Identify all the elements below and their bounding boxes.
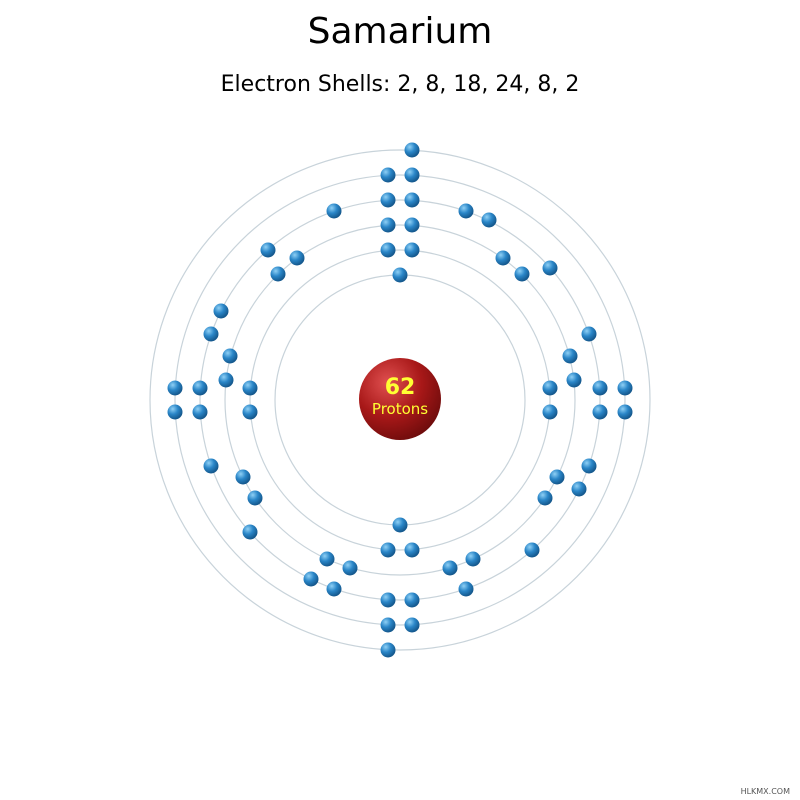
electron: [203, 326, 219, 342]
electron: [404, 617, 420, 633]
electron-shells-label: Electron Shells: 2, 8, 18, 24, 8, 2: [220, 72, 580, 97]
electron: [404, 542, 420, 558]
electron: [380, 217, 396, 233]
electron: [404, 142, 420, 158]
electron: [380, 617, 396, 633]
electron: [581, 458, 597, 474]
electron: [404, 167, 420, 183]
electron: [242, 380, 258, 396]
electron: [495, 250, 511, 266]
electron: [458, 581, 474, 597]
shell-rings: [149, 149, 651, 651]
electron: [242, 524, 258, 540]
electron: [404, 192, 420, 208]
shell-ring-2: [249, 249, 551, 551]
shell-ring-5: [174, 174, 626, 626]
electron: [465, 551, 481, 567]
electron: [514, 266, 530, 282]
element-name: Samarium: [307, 11, 493, 52]
electron: [342, 560, 358, 576]
electron: [592, 404, 608, 420]
electron: [542, 380, 558, 396]
electron: [617, 404, 633, 420]
electron: [592, 380, 608, 396]
electron: [571, 481, 587, 497]
electron: [380, 192, 396, 208]
electron: [247, 490, 263, 506]
electron: [167, 380, 183, 396]
electrons: [167, 142, 633, 658]
electron: [392, 517, 408, 533]
electron: [270, 266, 286, 282]
electron: [549, 469, 565, 485]
electron: [404, 217, 420, 233]
electron: [380, 592, 396, 608]
electron: [326, 203, 342, 219]
electron: [203, 458, 219, 474]
electron: [260, 242, 276, 258]
electron: [380, 242, 396, 258]
electron: [380, 542, 396, 558]
electron: [542, 404, 558, 420]
electron: [537, 490, 553, 506]
electron: [192, 404, 208, 420]
electron: [289, 250, 305, 266]
electron: [218, 372, 234, 388]
electron: [242, 404, 258, 420]
electron: [458, 203, 474, 219]
electron: [326, 581, 342, 597]
electron: [392, 267, 408, 283]
electron: [213, 303, 229, 319]
electron: [562, 348, 578, 364]
electron: [442, 560, 458, 576]
electron: [303, 571, 319, 587]
nucleus-sphere: [359, 358, 441, 440]
electron: [566, 372, 582, 388]
electron: [404, 242, 420, 258]
nucleus: 62 Protons: [359, 358, 441, 440]
electron: [222, 348, 238, 364]
electron: [235, 469, 251, 485]
electron: [524, 542, 540, 558]
electron: [167, 404, 183, 420]
electron: [319, 551, 335, 567]
shell-ring-4: [199, 199, 601, 601]
shell-ring-6: [149, 149, 651, 651]
footer-credit: HLKMX.COM: [740, 787, 790, 796]
electron: [380, 642, 396, 658]
electron: [542, 260, 558, 276]
shell-ring-3: [224, 224, 576, 576]
electron: [617, 380, 633, 396]
protons-label: Protons: [372, 400, 428, 418]
proton-count: 62: [385, 375, 416, 400]
electron: [481, 212, 497, 228]
electron: [192, 380, 208, 396]
electron: [380, 167, 396, 183]
electron: [404, 592, 420, 608]
electron: [581, 326, 597, 342]
